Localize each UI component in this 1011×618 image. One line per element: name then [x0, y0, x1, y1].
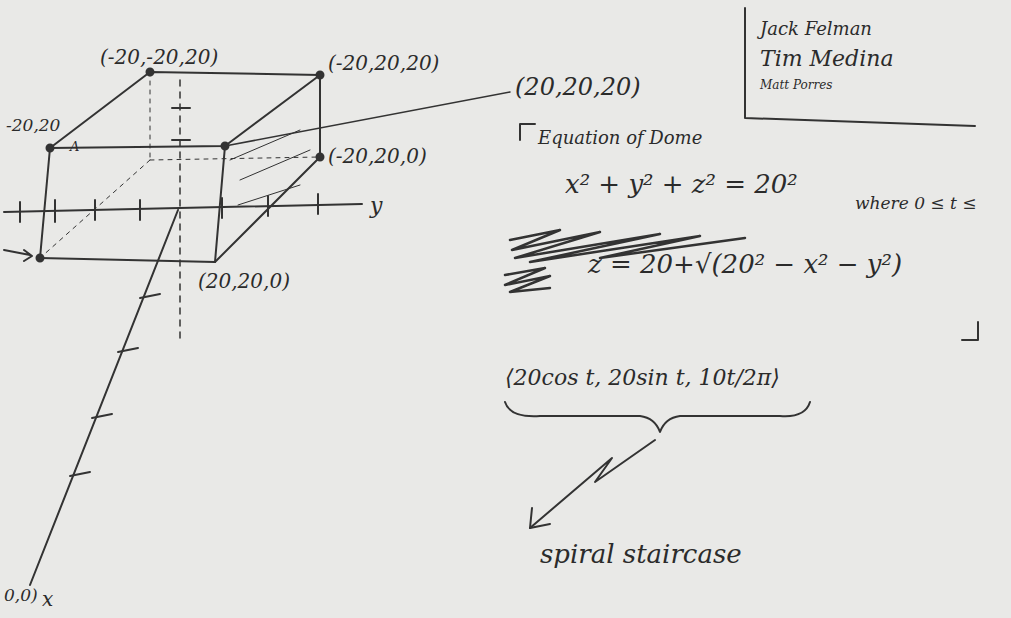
scratch-out: [505, 268, 550, 292]
heading-note: Equation of Dome: [538, 128, 702, 148]
equation: x² + y² + z² = 20²: [565, 170, 798, 199]
note: spiral staircase: [540, 540, 742, 569]
cube-sketch: [4, 69, 510, 263]
point-label: (-20,-20,20): [100, 46, 218, 68]
under-brace: [505, 402, 810, 432]
axis-label: x: [42, 588, 53, 610]
arrow-head: [530, 508, 550, 528]
z-axis: [179, 80, 181, 340]
equation: ⟨20cos t, 20sin t, 10t/2π⟩: [505, 366, 780, 390]
team-name: Jack Felman: [760, 18, 894, 40]
corner-bracket: [962, 322, 978, 340]
axis-label: y: [370, 194, 382, 218]
corner-bracket: [520, 124, 535, 140]
note: where 0 ≤ t ≤: [855, 194, 977, 213]
names-frame: [745, 8, 975, 126]
point-letter: A: [70, 140, 79, 154]
point-label: -20,20: [6, 116, 60, 135]
names-box: Jack FelmanTim MedinaMatt Porres: [752, 14, 902, 103]
team-name: Matt Porres: [760, 78, 894, 92]
point-label: (-20,20,0): [328, 145, 427, 167]
point-label: 0,0): [4, 586, 38, 605]
x-axis: [30, 210, 178, 585]
zigzag-arrow: [530, 440, 655, 528]
point-label: (-20,20,20): [328, 52, 439, 74]
equation: z = 20+√(20² − x² − y²): [588, 250, 902, 279]
team-name: Tim Medina: [760, 46, 894, 72]
point-label: (20,20,20): [515, 74, 641, 100]
point-label: (20,20,0): [198, 270, 290, 292]
y-axis: [4, 204, 362, 212]
axis-ticks: [20, 108, 318, 476]
